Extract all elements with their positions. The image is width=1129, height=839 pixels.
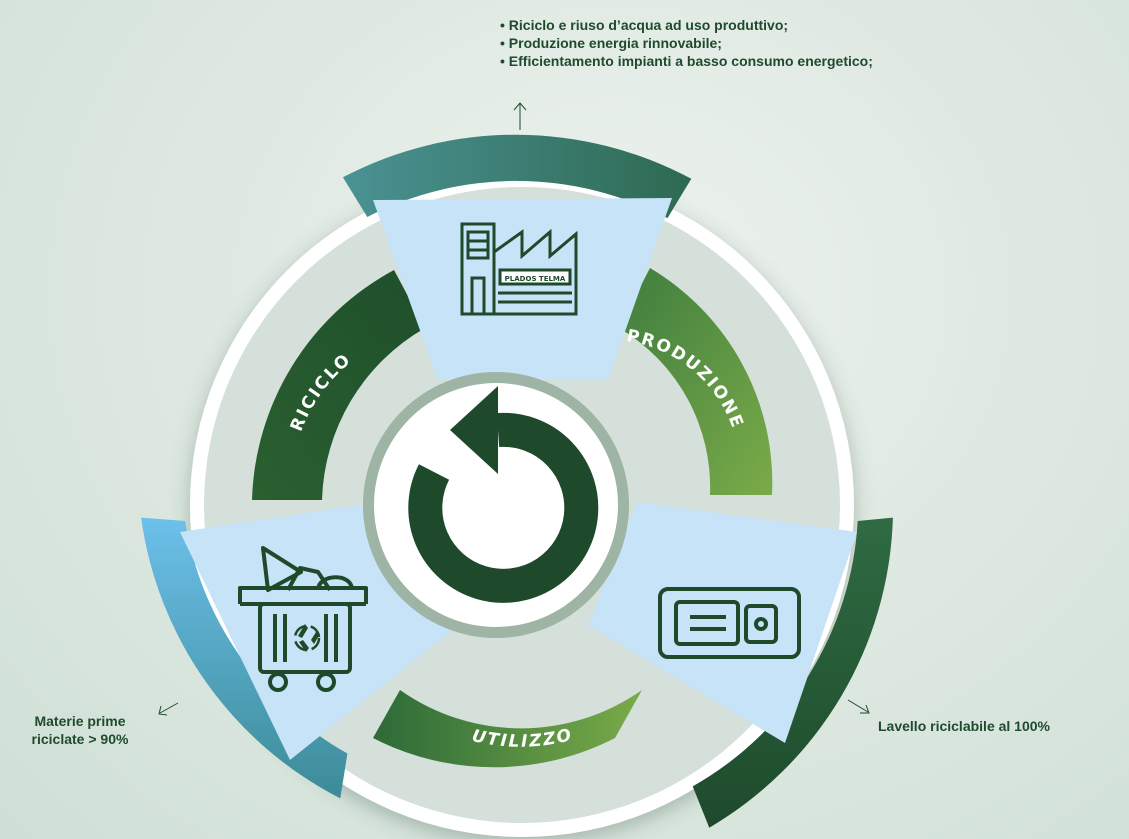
recycle-symbol-icon	[293, 624, 321, 652]
recycled-materials-line1: Materie prime	[34, 713, 126, 729]
right-outer-arc	[692, 517, 893, 828]
top-panel	[373, 198, 672, 380]
benefit-item: Produzione energia rinnovabile;	[500, 34, 873, 52]
factory-icon	[460, 222, 578, 316]
benefit-item: Efficientamento impianti a basso consumo…	[500, 52, 873, 70]
utilizzo-arc	[373, 690, 642, 768]
sink-icon	[658, 587, 801, 659]
sink-note: Lavello riciclabile al 100%	[878, 718, 1050, 734]
recycled-materials-line2: riciclate > 90%	[31, 731, 129, 747]
produzione-arc	[619, 268, 773, 495]
cycle-arrow-icon	[408, 386, 599, 603]
recycled-materials-note: Materie prime riciclate > 90%	[10, 712, 150, 748]
top-outer-arc	[342, 134, 692, 219]
callout-arrows	[158, 102, 870, 716]
riciclo-arc	[252, 270, 425, 500]
benefits-list: Riciclo e riuso d’acqua ad uso produttiv…	[500, 16, 873, 70]
right-panel	[588, 502, 857, 743]
factory-brand: PLADOS TELMA	[505, 275, 566, 283]
benefit-item: Riciclo e riuso d’acqua ad uso produttiv…	[500, 16, 873, 34]
recycling-bin-icon	[238, 546, 368, 692]
